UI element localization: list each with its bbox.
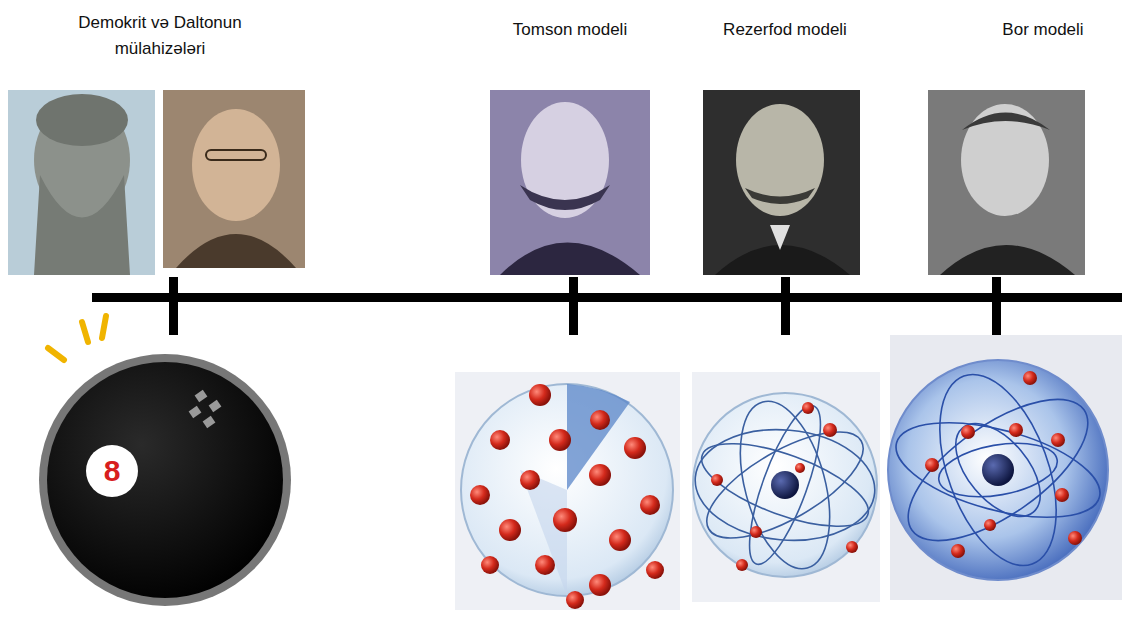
- bohr-atom: [886, 335, 1122, 600]
- model-caption: Bor modeli: [975, 17, 1111, 43]
- model-caption: Tomson modeli: [490, 17, 650, 43]
- portrait-bohr: [928, 90, 1085, 275]
- rutherford-atom: [691, 372, 880, 602]
- portrait-democritus: [8, 90, 155, 275]
- portrait-thomson: [490, 90, 650, 275]
- eight-ball: [39, 316, 291, 606]
- era-caption: Demokrit və Daltonun mülahizələri: [50, 10, 270, 62]
- timeline: [92, 277, 1122, 335]
- model-caption: Rezerfod modeli: [700, 17, 870, 43]
- portrait-rutherford: [703, 90, 860, 275]
- portrait-dalton: [163, 90, 305, 268]
- ball-number: 8: [92, 454, 132, 488]
- thomson-atom: [455, 372, 680, 610]
